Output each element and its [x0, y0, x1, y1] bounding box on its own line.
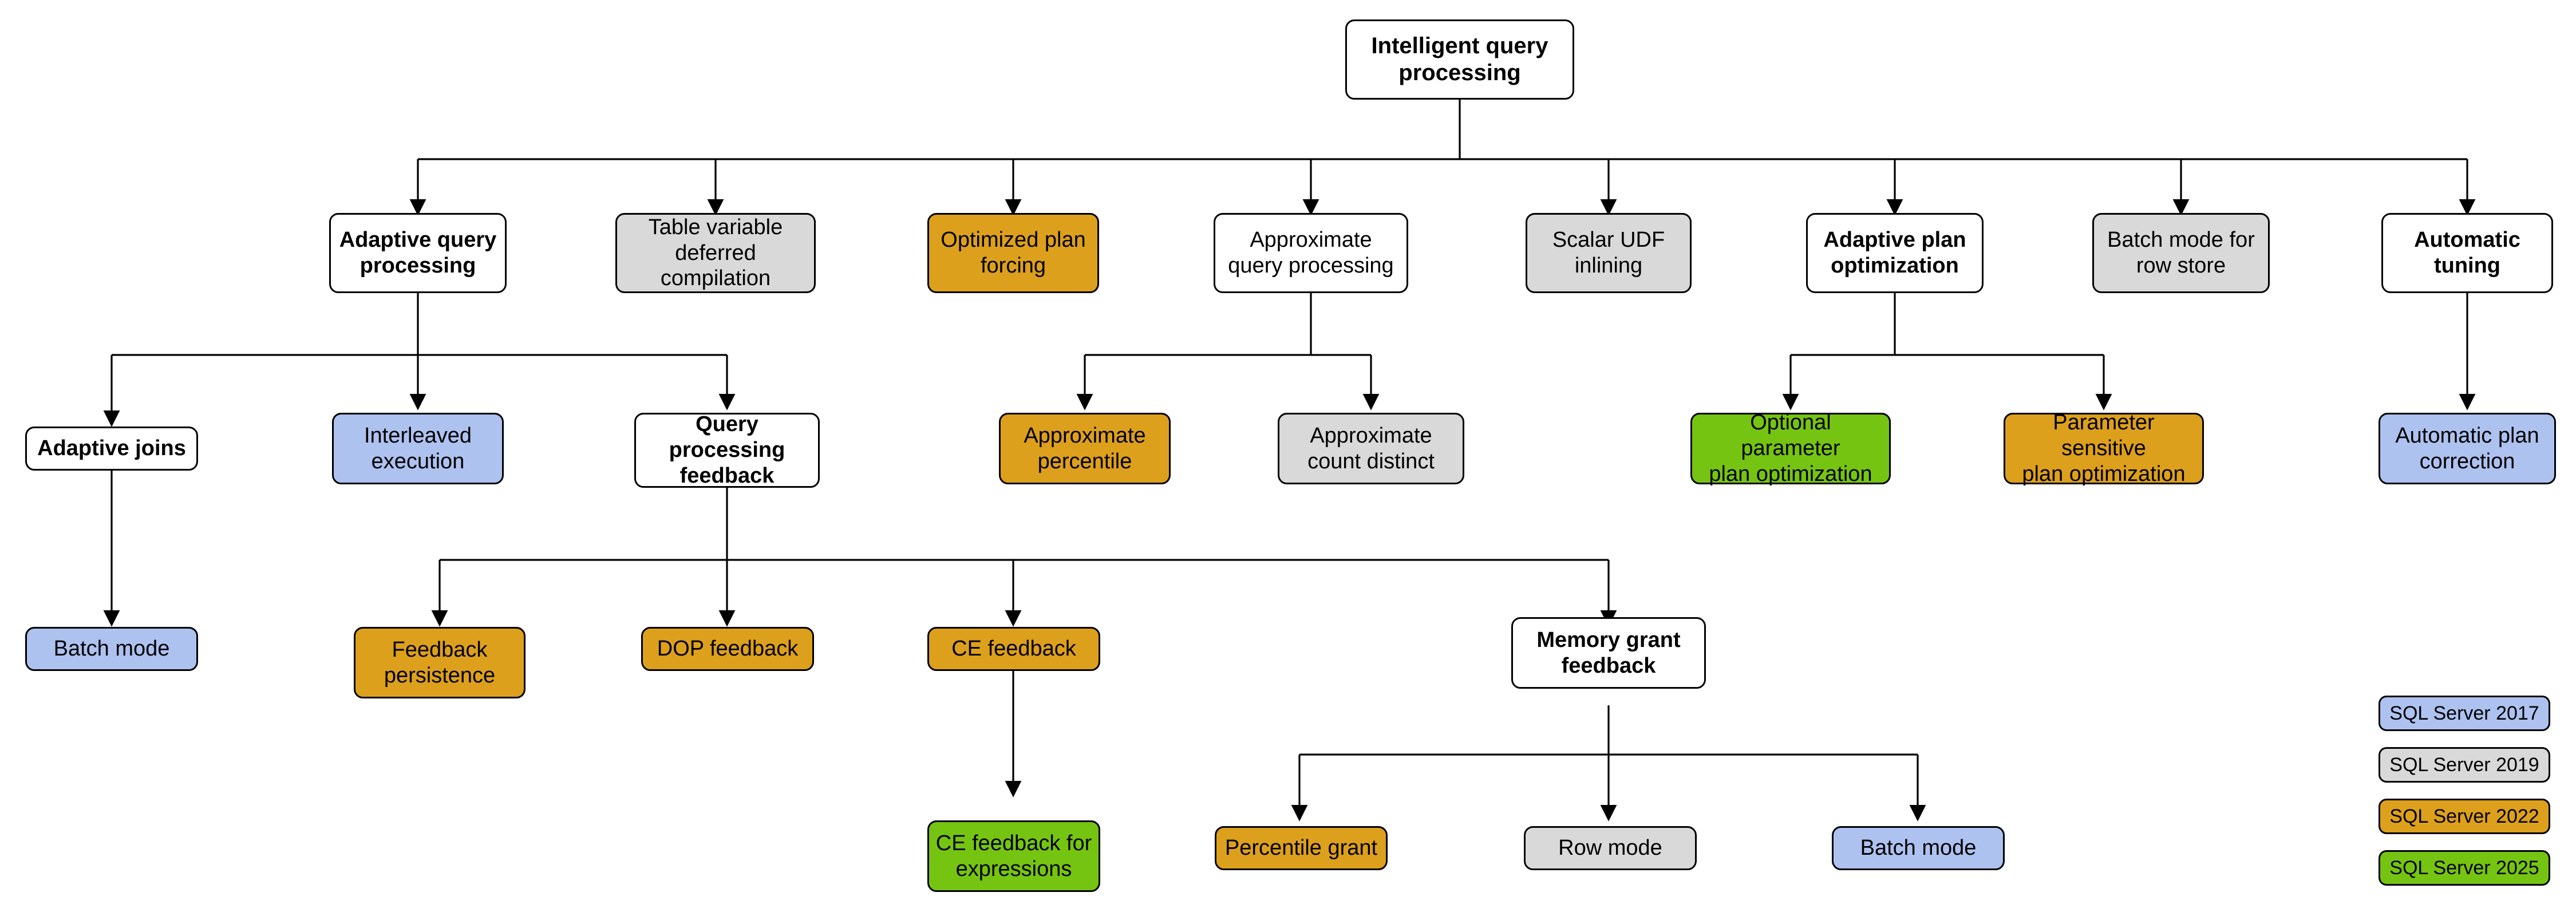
node-percentile-grant[interactable]: Percentile grant: [1215, 826, 1388, 870]
node-approximate-percentile[interactable]: Approximate percentile: [999, 413, 1171, 484]
node-approximate-query-processing[interactable]: Approximate query processing: [1214, 213, 1408, 293]
node-interleaved-execution[interactable]: Interleaved execution: [332, 413, 504, 484]
legend-item-sql-server-2019[interactable]: SQL Server 2019: [2379, 747, 2550, 783]
node-adaptive-joins[interactable]: Adaptive joins: [25, 427, 198, 471]
node-batch-mode-memory-grant[interactable]: Batch mode: [1832, 826, 2005, 870]
node-optimized-plan-forcing[interactable]: Optimized plan forcing: [927, 213, 1099, 293]
node-automatic-plan-correction[interactable]: Automatic plan correction: [2379, 413, 2556, 484]
node-dop-feedback[interactable]: DOP feedback: [641, 627, 814, 671]
node-ce-feedback[interactable]: CE feedback: [927, 627, 1100, 671]
node-adaptive-query-processing[interactable]: Adaptive query processing: [329, 213, 507, 293]
node-optional-parameter-plan-optimization[interactable]: Optional parameter plan optimization: [1690, 410, 1891, 486]
node-feedback-persistence[interactable]: Feedback persistence: [354, 627, 526, 698]
node-row-mode[interactable]: Row mode: [1524, 826, 1697, 870]
node-table-variable-deferred-compilation[interactable]: Table variable deferred compilation: [615, 213, 816, 293]
node-batch-mode-for-row-store[interactable]: Batch mode for row store: [2092, 213, 2270, 293]
node-approximate-count-distinct[interactable]: Approximate count distinct: [1278, 413, 1464, 484]
node-adaptive-plan-optimization[interactable]: Adaptive plan optimization: [1806, 213, 1984, 293]
node-query-processing-feedback[interactable]: Query processing feedback: [634, 412, 820, 488]
node-parameter-sensitive-plan-optimization[interactable]: Parameter sensitive plan optimization: [2004, 410, 2204, 486]
node-batch-mode-adaptive-joins[interactable]: Batch mode: [25, 627, 198, 671]
node-automatic-tuning[interactable]: Automatic tuning: [2381, 213, 2553, 293]
node-intelligent-query-processing[interactable]: Intelligent query processing: [1345, 19, 1574, 100]
node-ce-feedback-for-expressions[interactable]: CE feedback for expressions: [927, 820, 1100, 892]
legend-item-sql-server-2022[interactable]: SQL Server 2022: [2379, 799, 2550, 834]
node-scalar-udf-inlining[interactable]: Scalar UDF inlining: [1526, 213, 1692, 293]
legend-item-sql-server-2025[interactable]: SQL Server 2025: [2379, 850, 2550, 886]
legend-item-sql-server-2017[interactable]: SQL Server 2017: [2379, 696, 2550, 731]
node-memory-grant-feedback[interactable]: Memory grant feedback: [1511, 617, 1706, 689]
